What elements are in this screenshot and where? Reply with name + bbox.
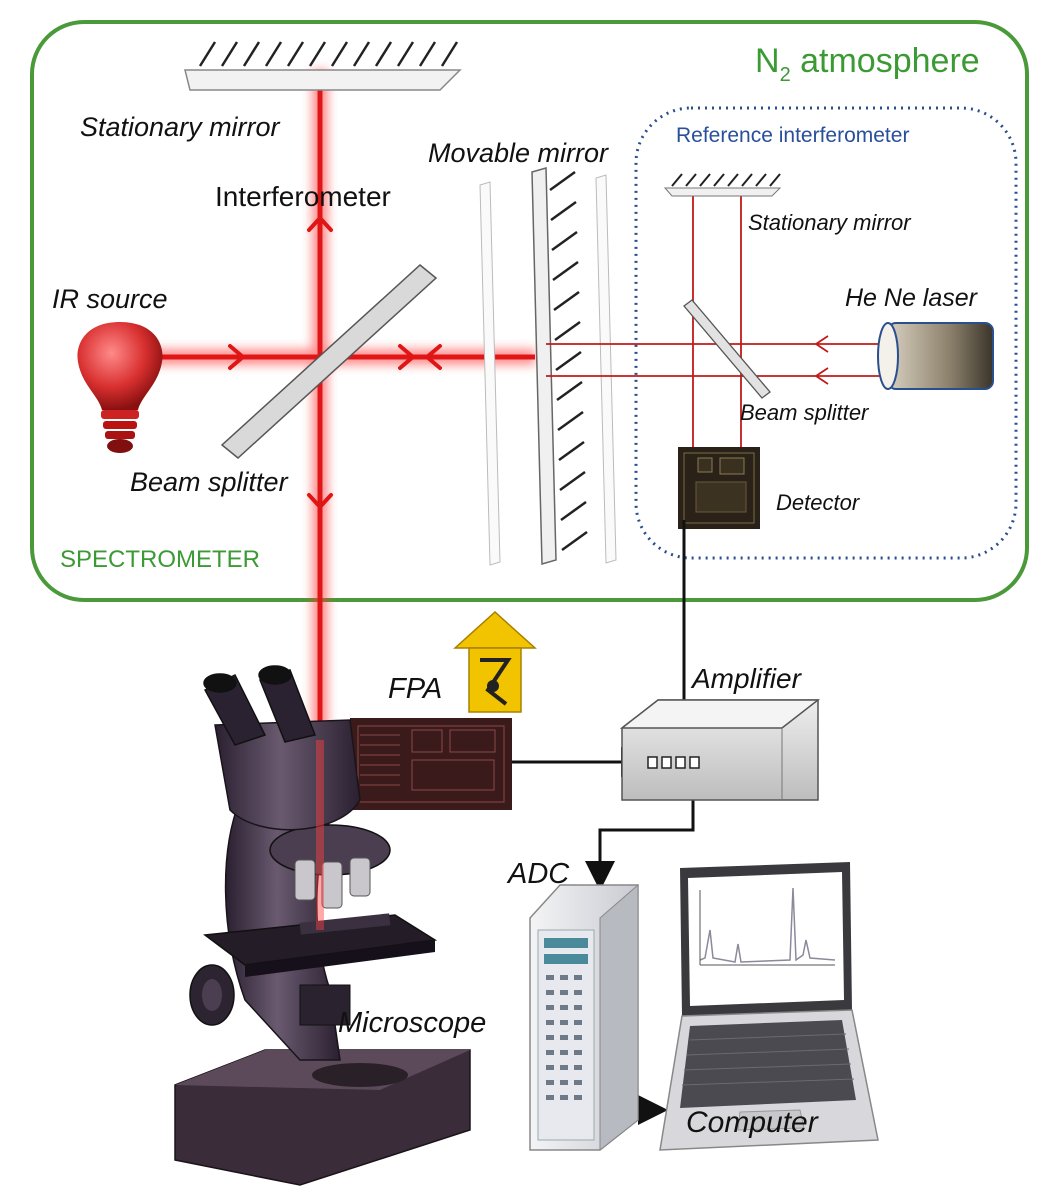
reference-laser-beams: [546, 195, 884, 450]
adc-tower: [529, 883, 639, 1152]
stationary-mirror: [184, 41, 462, 91]
he-ne-laser: [877, 322, 994, 390]
he-ne-laser-label: He Ne laser: [845, 284, 979, 312]
detector-label: Detector: [776, 490, 861, 515]
microscope: [174, 665, 471, 1186]
ir-source-label: IR source: [52, 284, 168, 314]
reference-interferometer-label: Reference interferometer: [676, 124, 909, 147]
spectrum-plot: [699, 887, 836, 963]
reference-beam-splitter: [683, 299, 771, 399]
ir-source-bulb: [77, 322, 163, 453]
n2-atmosphere-label: N2 atmosphere: [755, 42, 980, 86]
beam-splitter: [220, 264, 438, 459]
spectrometer-enclosure: [30, 20, 1029, 602]
reference-stationary-mirror-label: Stationary mirror: [748, 210, 912, 235]
fpa-label: FPA: [388, 673, 442, 705]
stationary-mirror-label: Stationary mirror: [80, 112, 281, 142]
fpa-camera: [350, 718, 512, 810]
beam-splitter-label: Beam splitter: [130, 467, 289, 497]
fpa-warning-icon: [453, 610, 537, 713]
reference-beam-splitter-label: Beam splitter: [740, 400, 870, 425]
interferometer-label: Interferometer: [215, 181, 391, 212]
spectrometer-label: SPECTROMETER: [60, 546, 260, 573]
laptop-computer: [659, 862, 879, 1151]
microscope-label: Microscope: [338, 1007, 486, 1039]
movable-mirror-label: Movable mirror: [428, 138, 609, 168]
amplifier-label: Amplifier: [690, 663, 803, 694]
reference-interferometer-enclosure: [634, 106, 1018, 560]
amplifier: [619, 699, 821, 801]
adc-label: ADC: [506, 858, 570, 890]
movable-mirror: [479, 167, 617, 566]
computer-label: Computer: [686, 1106, 819, 1139]
detector: [678, 447, 760, 529]
reference-stationary-mirror: [663, 173, 782, 197]
